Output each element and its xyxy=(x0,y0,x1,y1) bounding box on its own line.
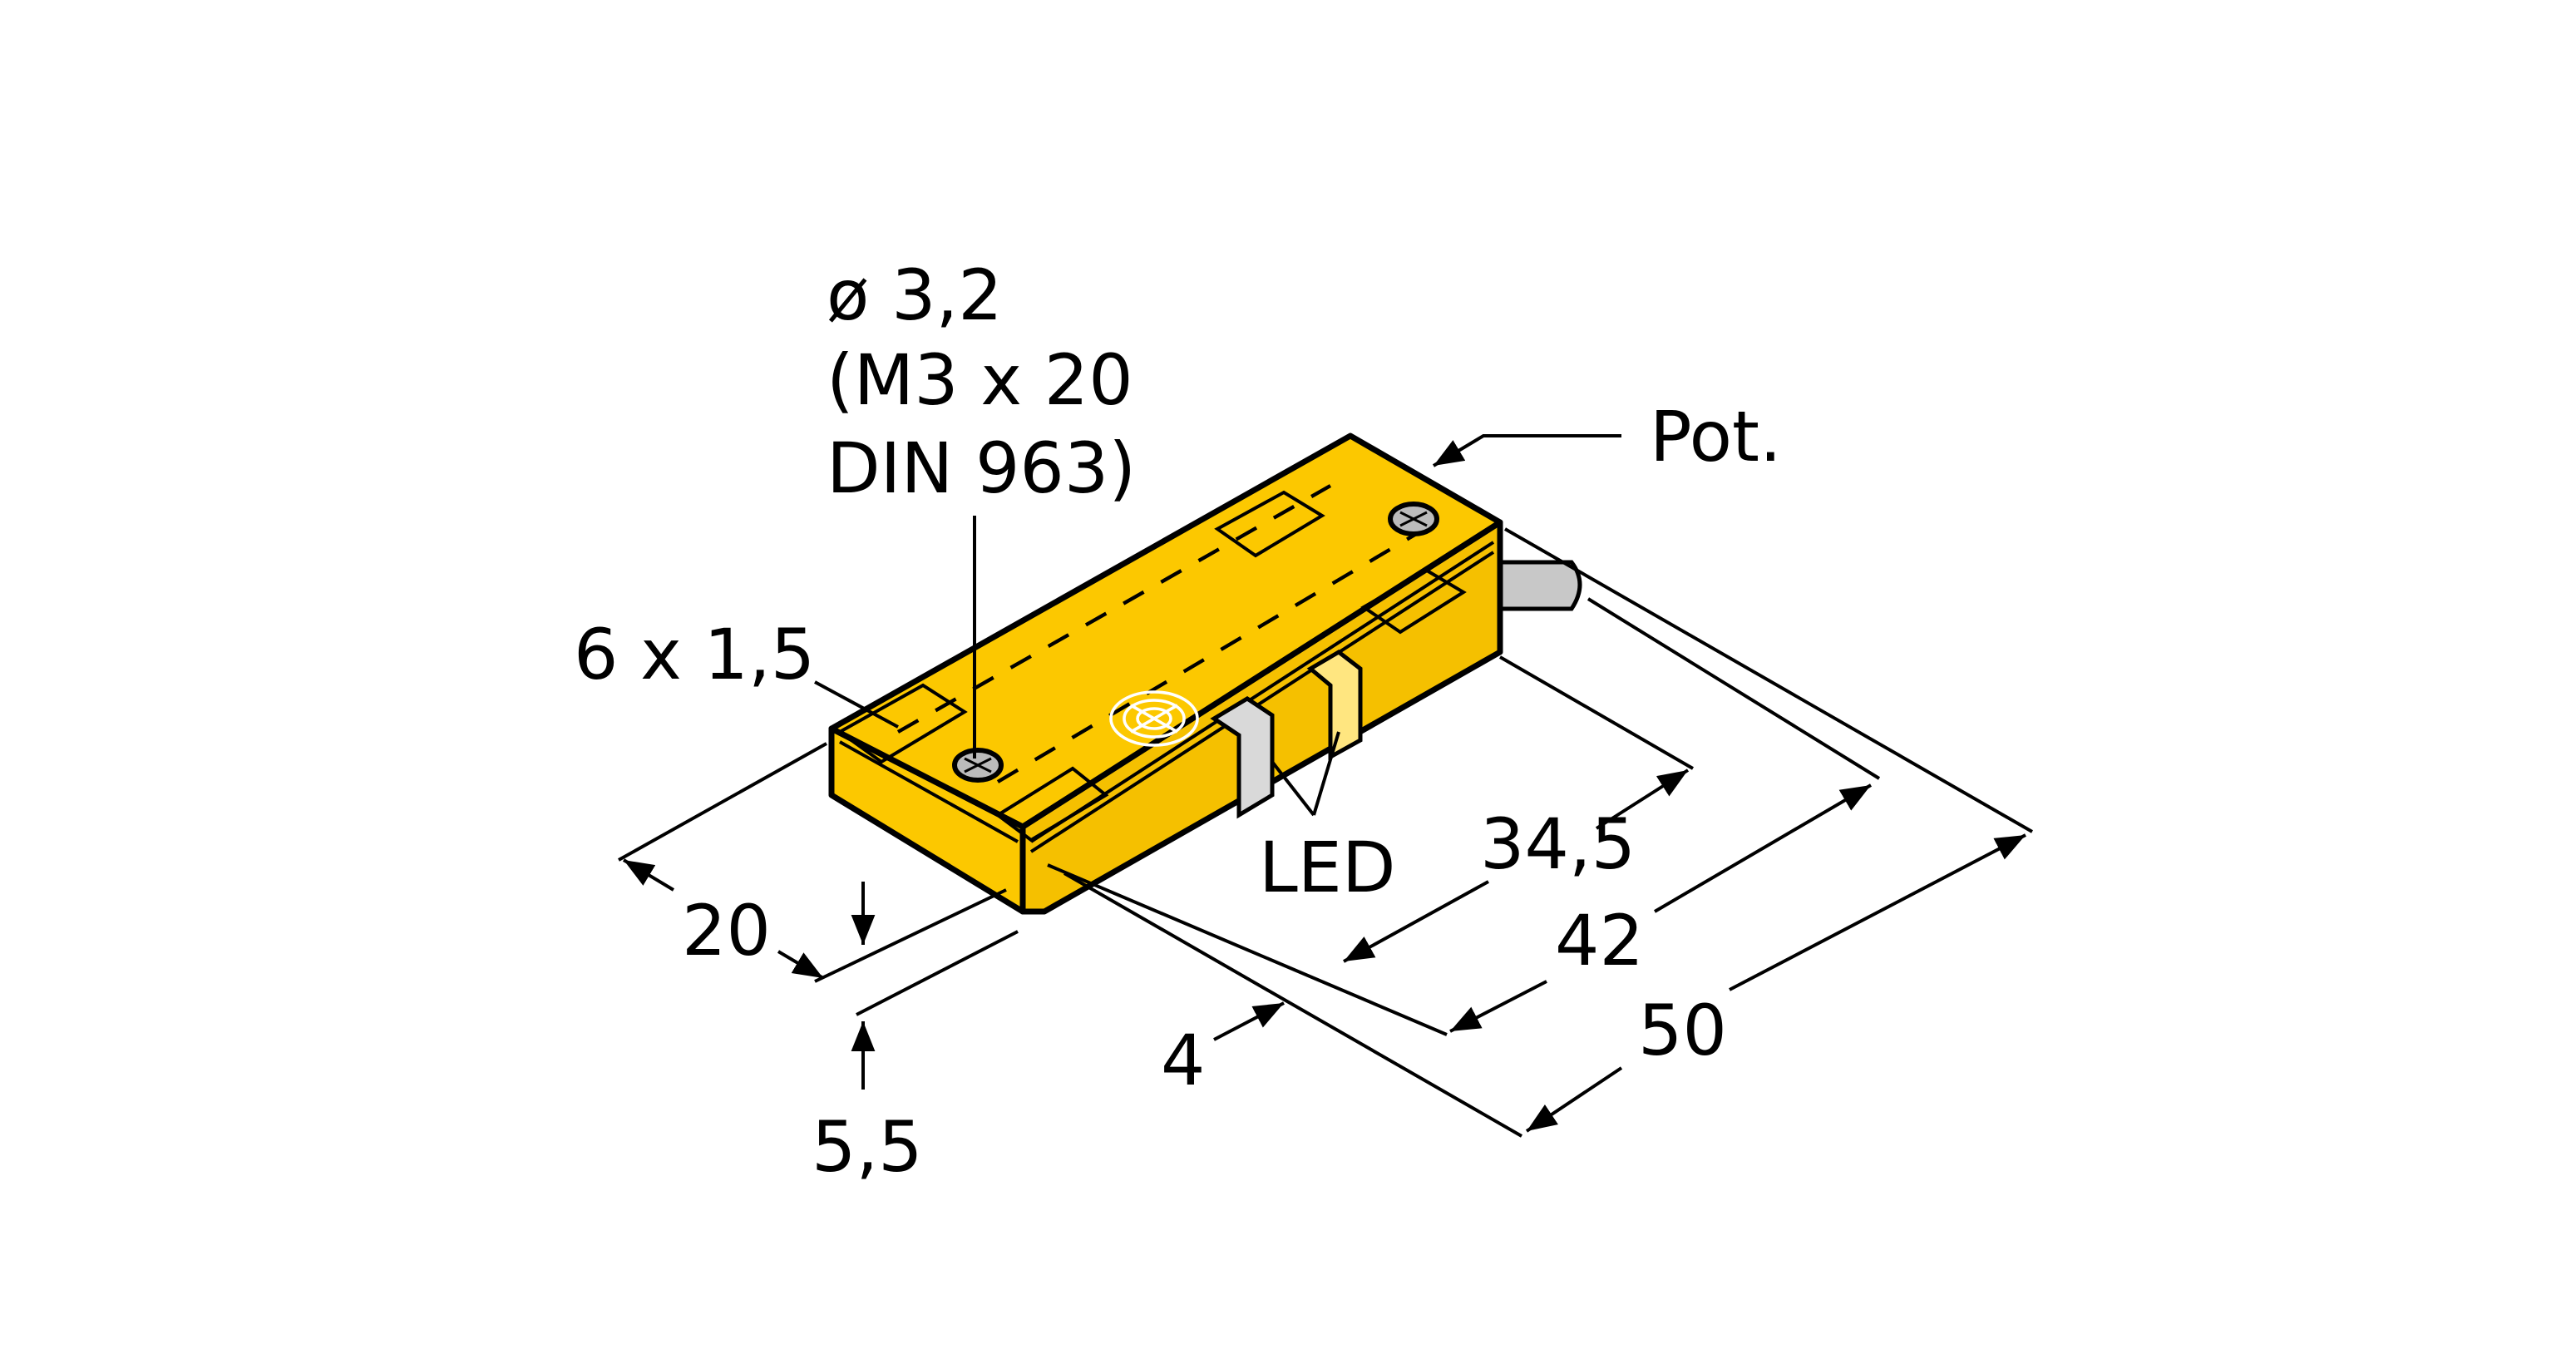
dimension-offset: 4 xyxy=(1161,1020,1205,1101)
mounting-slot xyxy=(994,766,1109,843)
mounting-slot xyxy=(1214,490,1325,558)
mounting-slot xyxy=(1360,568,1467,635)
slot-leader xyxy=(814,680,899,729)
sensor-housing xyxy=(828,432,1503,915)
extension-lines xyxy=(618,527,2033,1138)
led-label: LED xyxy=(1259,827,1396,908)
sensing-face-icon xyxy=(1109,690,1199,747)
dimension-34-5: 34,5 xyxy=(1480,803,1636,885)
led-indicator xyxy=(1210,696,1275,819)
hole-diameter-label: ø 3,2 xyxy=(827,255,1003,336)
dimension-width: 20 xyxy=(682,890,771,971)
pot-label: Pot. xyxy=(1650,396,1782,477)
dimension-length: 50 xyxy=(1638,990,1727,1071)
pot-leader xyxy=(1432,434,1621,467)
dimension-height: 5,5 xyxy=(812,1106,923,1188)
hole-standard-label: DIN 963) xyxy=(827,427,1136,509)
mounting-slot xyxy=(836,683,968,764)
led-leader xyxy=(1271,760,1315,817)
cable xyxy=(1494,560,1582,611)
dimension-lines xyxy=(622,768,2026,1133)
slot-label: 6 x 1,5 xyxy=(574,614,815,695)
screw-icon xyxy=(1388,502,1439,536)
hole-screw-label: (M3 x 20 xyxy=(827,339,1133,421)
screw-icon xyxy=(952,748,1004,783)
dimension-42: 42 xyxy=(1555,900,1644,981)
led-indicator xyxy=(1306,649,1363,761)
housing-top-face xyxy=(828,432,1503,830)
led-leader xyxy=(1312,731,1340,816)
